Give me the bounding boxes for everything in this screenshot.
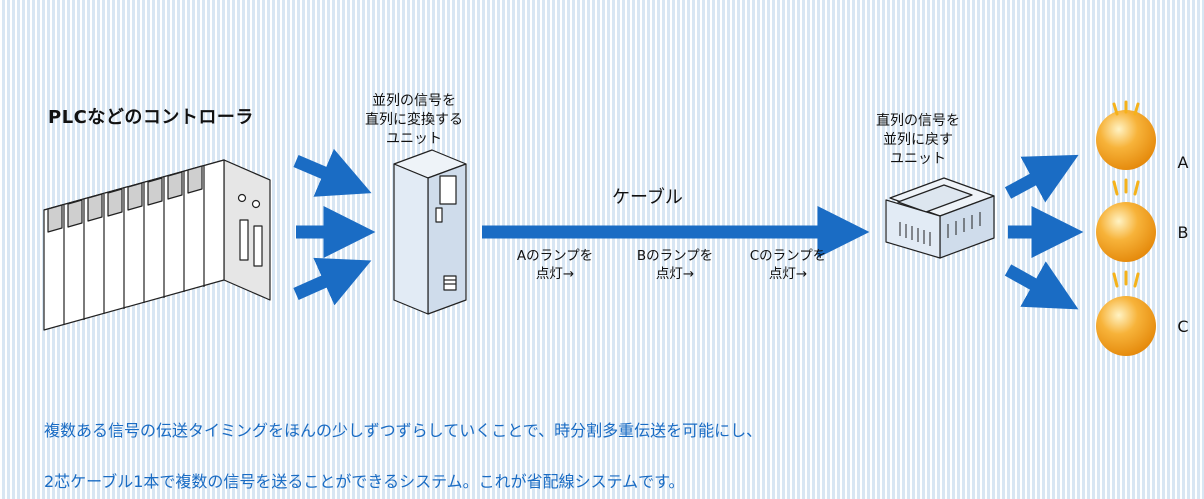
packet-label-b: Bのランプを 点灯→ — [636, 248, 714, 283]
cable-label: ケーブル — [612, 187, 683, 208]
serializer-unit-label: 並列の信号を 直列に変換する ユニット — [365, 93, 463, 147]
input-arrow-bottom — [293, 257, 372, 306]
plc-controller-icon — [43, 159, 271, 331]
lamp-b-icon — [1096, 178, 1156, 262]
deserializer-unit-label: 直列の信号を 並列に戻す ユニット — [876, 113, 960, 167]
description-text: 複数ある信号の伝送タイミングをほんの少しずつずらしていくことで、時分割多重伝送を… — [44, 392, 762, 499]
packet-label-a: Aのランプを 点灯→ — [516, 248, 594, 283]
output-arrow-a — [1004, 154, 1079, 203]
description-line-2: 2芯ケーブル1本で複数の信号を送ることができるシステム。これが省配線システムです… — [44, 471, 685, 491]
lamp-c-icon — [1096, 270, 1156, 356]
lamp-label-a: A — [1177, 153, 1189, 172]
output-arrow-c — [1004, 261, 1079, 310]
deserializer-unit-icon — [885, 177, 995, 259]
lamp-a-icon — [1096, 100, 1156, 170]
input-arrow-top — [293, 148, 372, 197]
output-arrows — [1004, 154, 1084, 310]
description-line-1: 複数ある信号の伝送タイミングをほんの少しずつずらしていくことで、時分割多重伝送を… — [44, 420, 763, 440]
packet-label-c: Cのランプを 点灯→ — [749, 248, 827, 283]
lamp-label-b: B — [1177, 223, 1189, 242]
plc-controller-label: PLCなどのコントローラ — [48, 107, 254, 128]
input-arrows — [293, 148, 376, 306]
serializer-unit-icon — [393, 149, 467, 315]
lamp-label-c: C — [1177, 317, 1189, 336]
